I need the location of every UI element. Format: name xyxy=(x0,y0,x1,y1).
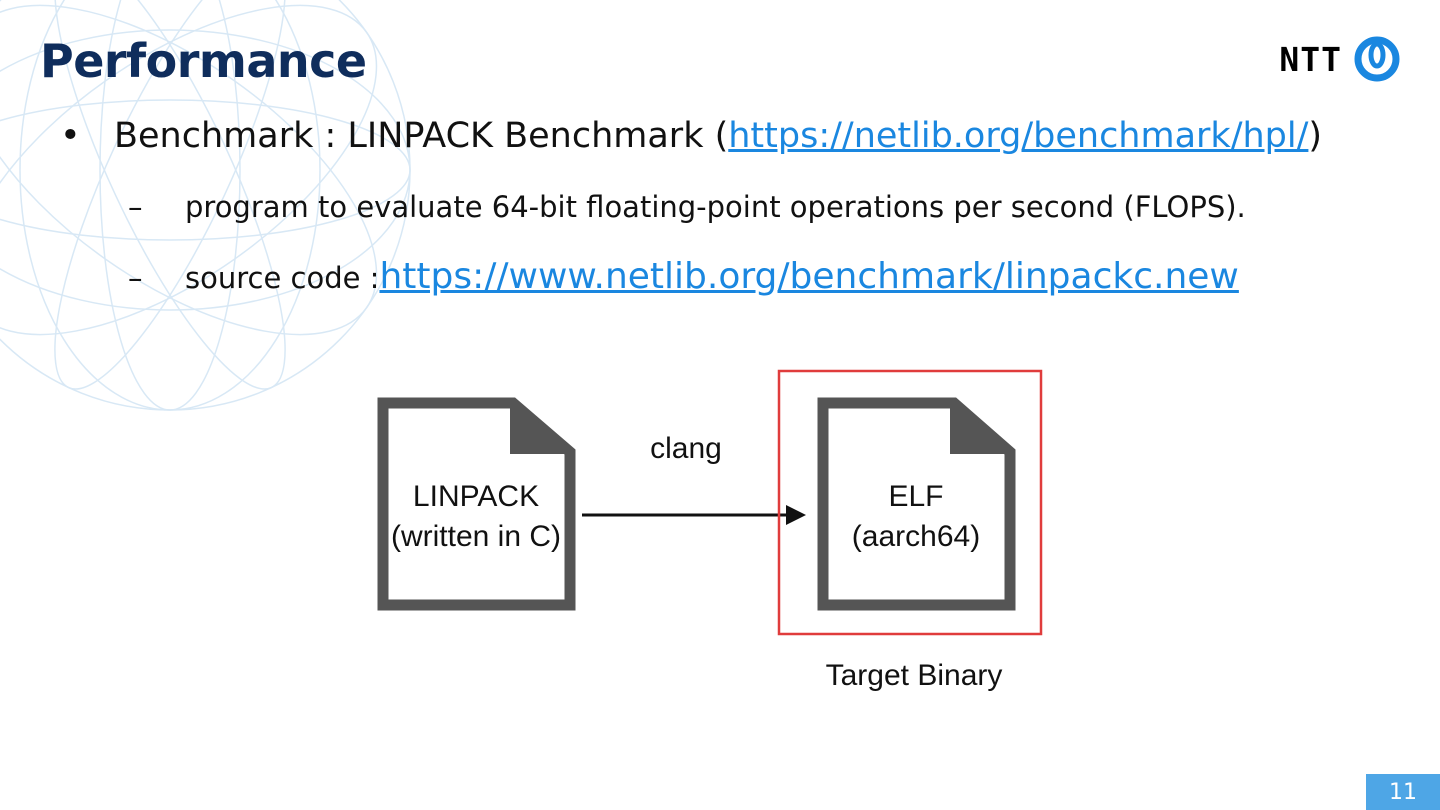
bullet-benchmark: • Benchmark : LINPACK Benchmark (https:/… xyxy=(60,116,1322,156)
ntt-logo-icon xyxy=(1354,36,1400,82)
target-doc-line1: ELF xyxy=(888,480,943,513)
sub-bullet-marker: – xyxy=(128,261,143,295)
sub-bullet-text: program to evaluate 64-bit floating-poin… xyxy=(185,190,1246,224)
compile-arrow xyxy=(582,505,806,525)
target-highlight-box xyxy=(777,369,1043,636)
linpackc-link[interactable]: https://www.netlib.org/benchmark/linpack… xyxy=(379,256,1239,297)
bullet-program-description: – program to evaluate 64-bit floating-po… xyxy=(128,190,1246,224)
logo-text: NTT xyxy=(1279,39,1342,79)
ntt-logo: NTT xyxy=(1279,36,1400,82)
source-doc-line1: LINPACK xyxy=(413,480,539,513)
source-document-icon xyxy=(377,397,576,611)
sub-bullet-marker: – xyxy=(128,190,143,224)
target-caption: Target Binary xyxy=(826,659,1003,692)
compile-diagram: LINPACK (written in C) clang ELF (aarch6… xyxy=(377,369,1043,692)
bullet-marker: • xyxy=(60,116,81,156)
arrow-label: clang xyxy=(650,432,722,465)
target-doc-line2: (aarch64) xyxy=(852,520,980,553)
sub-bullet-text: source code : xyxy=(185,261,380,295)
target-document-icon xyxy=(817,397,1016,611)
hpl-link[interactable]: https://netlib.org/benchmark/hpl/ xyxy=(728,116,1309,156)
globe-background xyxy=(0,0,411,411)
slide-title: Performance xyxy=(40,34,367,88)
bullet-source-code: – source code : https://www.netlib.org/b… xyxy=(128,256,1239,297)
source-doc-line2: (written in C) xyxy=(391,520,561,553)
bullet-suffix: ) xyxy=(1308,116,1323,156)
page-number-badge: 11 xyxy=(1366,774,1440,810)
bullet-text: Benchmark : LINPACK Benchmark ( xyxy=(114,116,729,156)
